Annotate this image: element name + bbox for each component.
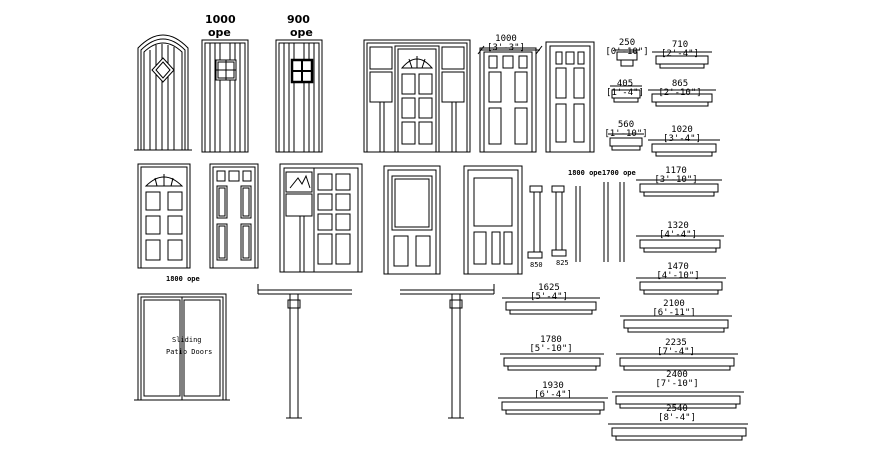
lintel-mm: 1020 <box>671 125 693 135</box>
top-glazed-panel-door <box>463 165 523 275</box>
fanlight-six-panel-door <box>137 163 191 269</box>
frame-ope-label: 1800 ope <box>568 169 602 177</box>
small-lintel-imperial: [1'-10"] <box>604 129 648 139</box>
porch-canopies <box>257 284 495 419</box>
door-size-label: 900 <box>287 13 310 26</box>
lintel-mm: 2235 <box>665 338 687 348</box>
small-lintel-mm: 405 <box>616 79 634 89</box>
half-glazed-door <box>383 165 441 275</box>
lintel-imperial: [2'-10"] <box>658 88 702 98</box>
boarded-door-1000 <box>201 39 249 153</box>
lintel-imperial: [6'-11"] <box>652 308 696 318</box>
panel-door-1000 <box>477 45 543 153</box>
lintel-mm: 2540 <box>666 404 688 414</box>
lintel-mm: 1170 <box>665 166 687 176</box>
lintel-left-mm: 1930 <box>542 381 564 391</box>
lintel-imperial: [3'-10"] <box>654 175 698 185</box>
door-size-label: 1000 <box>205 13 236 26</box>
lintel-left-mm: 1780 <box>540 335 562 345</box>
door-ope-label: ope <box>290 26 313 39</box>
lintel-mm: 710 <box>671 40 689 50</box>
frame-ope-label: 1700 ope <box>602 169 636 177</box>
patio-label: Patio Doors <box>166 348 213 356</box>
small-lintel-imperial: [0'-10"] <box>605 47 649 57</box>
small-lintel-mm: 560 <box>617 120 635 130</box>
small-lintels <box>608 49 644 151</box>
boarded-door-900 <box>275 39 323 153</box>
door-ope-label: ope <box>208 26 231 39</box>
lintel-left-imperial: [5'-10"] <box>529 344 573 354</box>
lintel-imperial: [8'-4"] <box>658 413 696 423</box>
jamb-sections <box>527 182 625 262</box>
lintel-left-mm: 1625 <box>538 283 560 293</box>
lintel-imperial: [7'-4"] <box>657 347 695 357</box>
lintel-imperial: [7'-10"] <box>655 379 699 389</box>
lintel-imperial: [2'-4"] <box>661 49 699 59</box>
door-with-side-window <box>279 163 363 273</box>
sliding-patio-doors <box>134 293 230 401</box>
lintel-mm: 865 <box>671 79 689 89</box>
lintel-left-imperial: [6'-4"] <box>534 390 572 400</box>
arched-boarded-door <box>134 34 192 151</box>
patio-label: Sliding <box>172 336 202 344</box>
lintel-imperial: [3'-4"] <box>663 134 701 144</box>
lintel-mm: 2400 <box>666 370 688 380</box>
door-with-sidelights <box>363 39 471 153</box>
lintel-mm: 1470 <box>667 262 689 272</box>
lintel-imperial: [4'-4"] <box>659 230 697 240</box>
glazed-panel-door <box>209 163 259 269</box>
patio-ope-label: 1800 ope <box>166 275 200 283</box>
lintel-set-right <box>608 51 748 441</box>
jamb-label: 850 <box>530 261 543 269</box>
small-lintel-mm: 250 <box>618 38 636 48</box>
panel-door-framed <box>545 41 595 153</box>
lintel-imperial: [4'-10"] <box>656 271 700 281</box>
lintel-left-imperial: [5'-4"] <box>530 292 568 302</box>
lintel-set-left <box>498 297 608 415</box>
lintel-mm: 1320 <box>667 221 689 231</box>
door-dimension-imperial: [3'-3"] <box>487 43 525 53</box>
jamb-label: 825 <box>556 259 569 267</box>
small-lintel-imperial: [1'-4"] <box>606 88 644 98</box>
lintel-mm: 2100 <box>663 299 685 309</box>
door-dimension-label: 1000 <box>495 34 517 44</box>
